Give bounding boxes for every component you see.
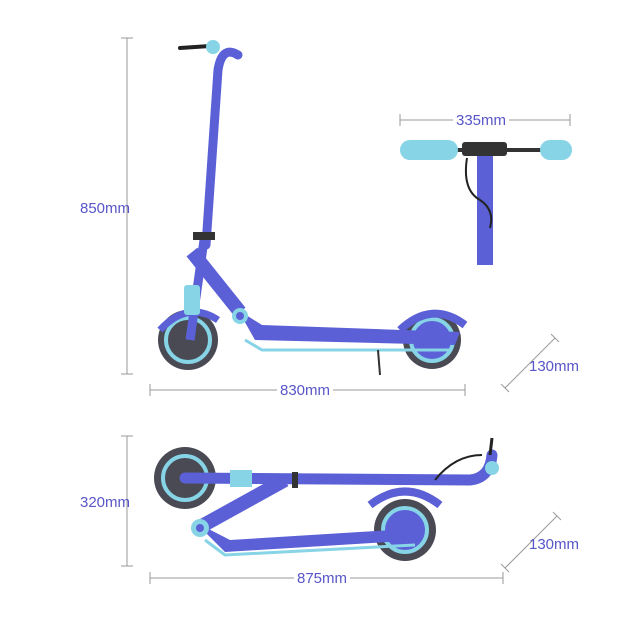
scooter-folded: [154, 437, 499, 561]
handlebar-detail: [400, 140, 572, 265]
label-width-folded: 130mm: [529, 536, 580, 553]
scooter-unfolded: [157, 40, 468, 376]
label-handlebar-width: 335mm: [453, 113, 510, 128]
label-height-folded: 320mm: [80, 494, 131, 511]
label-length-unfolded: 830mm: [277, 383, 334, 398]
dim-line-width-folded: [500, 511, 562, 573]
label-width-unfolded: 130mm: [529, 358, 580, 375]
label-length-folded: 875mm: [294, 571, 351, 586]
dim-line-height-unfolded: [121, 37, 133, 375]
label-height-unfolded: 850mm: [80, 200, 131, 217]
dim-line-width-unfolded: [500, 333, 560, 393]
dim-line-height-folded: [121, 435, 133, 567]
